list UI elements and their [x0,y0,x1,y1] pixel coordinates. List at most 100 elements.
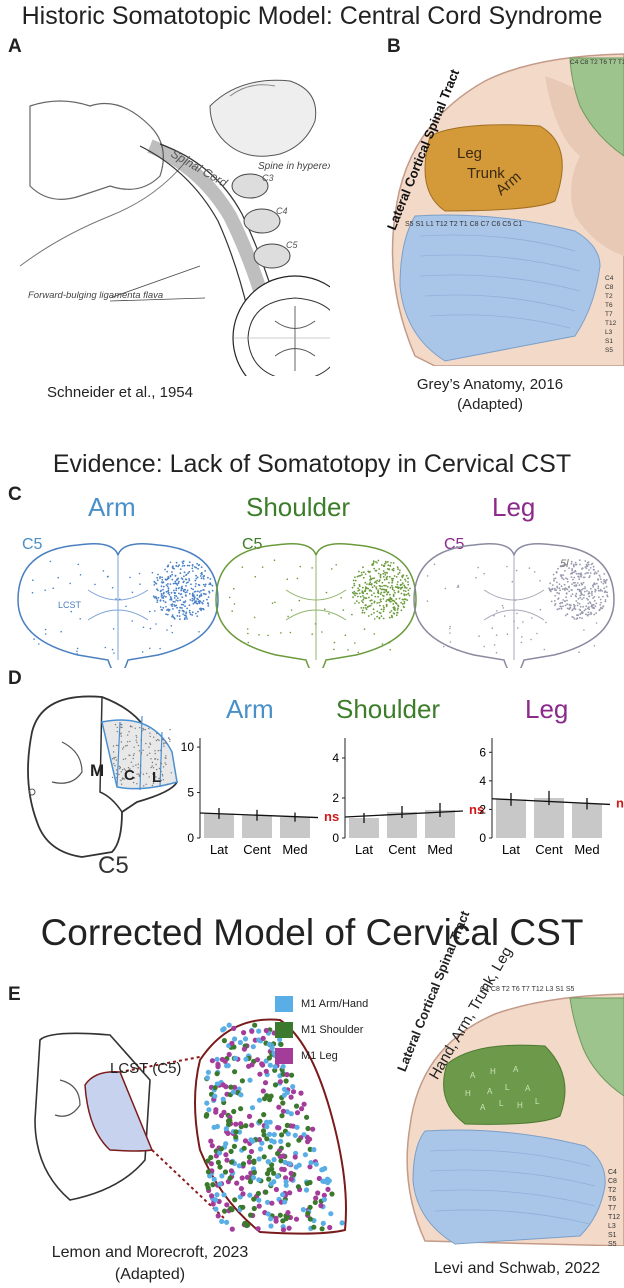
texture-dot [173,617,176,620]
texture-dot [581,617,583,620]
texture-dot [577,575,579,578]
texture-dot [102,570,105,572]
texture-dot [573,565,575,568]
panel-a-caption: Schneider et al., 1954 [47,384,193,401]
ns-annotation: ns [324,809,339,824]
texture-dot [251,1196,257,1202]
texture-dot [400,609,403,612]
texture-dot [565,564,568,566]
texture-dot [264,1171,271,1177]
texture-dot [115,769,118,771]
texture-dot [392,595,395,597]
texture-dot [273,1186,279,1193]
texture-dot [282,1159,288,1165]
texture-dot [301,1101,307,1107]
texture-dot [377,591,379,594]
texture-dot [402,598,405,601]
texture-dot [207,596,210,598]
texture-dot [566,580,569,583]
texture-dot [311,567,313,569]
texture-dot [362,566,364,569]
texture-dot [300,1207,306,1213]
texture-dot [249,1105,256,1111]
texture-dot [152,595,155,598]
texture-dot [169,575,172,577]
texture-dot [361,611,364,614]
texture-dot [138,750,140,752]
svg-text:A: A [470,1071,476,1080]
texture-dot [558,592,560,595]
texture-dot [407,577,409,580]
texture-dot [267,1097,273,1103]
texture-dot [116,777,118,779]
texture-dot [202,600,205,602]
texture-dot [183,614,186,617]
texture-dot [399,569,401,572]
texture-dot [194,590,197,593]
texture-dot [287,615,289,618]
texture-dot [272,1064,278,1070]
texture-dot [188,578,191,580]
texture-dot [227,1175,233,1181]
legend-swatch-arm [275,996,293,1012]
texture-dot [477,566,479,569]
texture-dot [233,603,236,605]
texture-dot [475,576,477,579]
texture-dot [387,598,390,601]
texture-dot [221,1192,227,1198]
texture-dot [171,631,174,634]
texture-dot [120,779,122,782]
texture-dot [385,600,388,603]
texture-dot [376,562,378,564]
texture-dot [209,1193,215,1199]
texture-dot [170,604,173,606]
panel-d-hemicord: M C L [27,695,179,858]
texture-dot [255,1190,261,1197]
texture-dot [599,598,602,601]
texture-dot [598,574,601,577]
texture-dot [387,591,390,594]
texture-dot [591,594,593,596]
texture-dot [377,595,379,598]
texture-dot [566,607,569,610]
texture-dot [139,765,142,767]
side-seg-4: T7 [605,311,613,318]
texture-dot [243,1123,249,1129]
texture-dot [320,1220,326,1226]
texture-dot [194,585,197,588]
legend-item-leg: M1 Leg [275,1048,368,1064]
texture-dot [157,738,159,741]
texture-dot [229,1159,235,1165]
panel-e-lcst-diagram [34,1018,347,1235]
texture-dot [44,589,46,591]
texture-dot [112,745,115,747]
texture-dot [155,763,157,766]
texture-dot [197,610,199,613]
y-tick-label: 4 [479,774,486,788]
texture-dot [381,594,384,597]
texture-dot [202,607,205,610]
texture-dot [182,601,185,604]
texture-dot [188,570,191,573]
texture-dot [361,600,363,602]
texture-dot [242,1138,249,1144]
texture-dot [572,564,575,567]
texture-dot [154,752,156,755]
texture-dot [580,575,582,578]
texture-dot [590,613,593,615]
texture-dot [268,1138,274,1144]
side-seg-0: C4 [605,275,614,282]
texture-dot [554,589,556,592]
texture-dot [179,568,182,570]
texture-dot [354,576,356,579]
texture-dot [204,583,207,586]
texture-dot [378,611,381,614]
texture-dot [386,593,388,596]
texture-dot [583,609,586,612]
texture-dot [395,598,398,600]
texture-dot [157,596,160,599]
texture-dot [578,578,581,581]
texture-dot [200,589,202,592]
texture-dot [375,569,378,572]
texture-dot [389,586,392,589]
